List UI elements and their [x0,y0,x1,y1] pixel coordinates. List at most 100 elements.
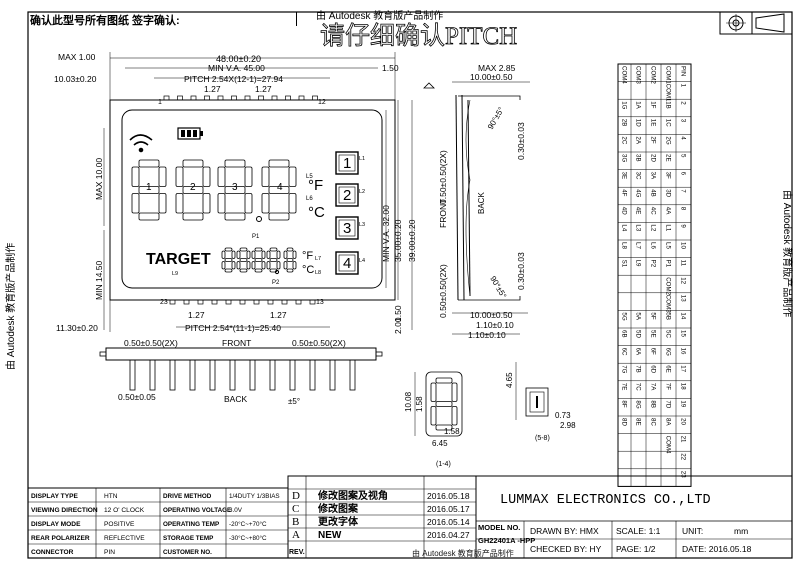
header-divider [296,12,297,26]
segment [288,193,297,214]
pin-cell: L5 [665,242,672,249]
bottom-pin [225,299,232,305]
segment [435,377,453,384]
autodesk-watermark-left: 由 Autodesk 教育版产品制作 [4,243,17,370]
segment [217,166,226,187]
dim-127-d: 1.27 [270,310,287,320]
pin-cell: 6D [650,365,657,373]
pin-cell: COM4 [665,436,672,454]
detail-digit: 10.08 1.58 1.58 6.45 (1-4) [404,371,463,468]
segment [239,247,248,252]
segment [224,212,246,221]
dim-max-285: MAX 2.85 [478,63,516,73]
dim-min-1450: MIN 14.50 [94,261,104,300]
segment [269,247,278,252]
pin-cell: COM1 [665,84,672,102]
pin-cell: 1E [650,119,657,127]
rev-desc: 修改图案及视角 [317,489,388,502]
pin-cell: 7E [621,383,628,391]
segment [451,382,458,402]
segment [244,166,253,187]
segment [202,193,211,214]
dim-max-top: MAX 1.00 [58,52,96,62]
segment [182,212,204,221]
pin-cell: COM2 [650,66,657,84]
top-pin [271,95,278,101]
pin-cell: 23 [680,471,687,478]
pin-cell: 7D [665,400,672,408]
pin-cell: 4B [650,189,657,197]
segment [224,186,246,194]
pin-cell: 5A [635,312,642,320]
top-pin [231,95,237,101]
deg-f-upper: °F [308,177,323,194]
pin-cell: 8B [650,400,657,408]
l4-label: L4 [359,258,365,264]
pin-leg [269,359,276,391]
segment [158,193,167,214]
segment [283,261,288,270]
pin-cell: 8A [665,418,672,426]
bottom-pin [253,299,260,305]
segment [292,261,297,270]
projection-symbol-icon [719,11,793,35]
box-2: 2 [343,187,351,204]
spec-value: 12 O' CLOCK [104,507,145,514]
rev-desc: NEW [318,530,342,541]
number-box [335,151,359,175]
pin-cell: 13 [680,295,687,302]
pin-cell: 16 [680,348,687,355]
spec-label: CONNECTOR [31,549,74,556]
pin-cell: 2F [650,136,657,143]
pin-cell: 5G [621,312,628,320]
top-pin [163,95,170,101]
pin-label-1: 1 [158,99,162,106]
pin-cell: COM3 [635,66,642,84]
pin-cell: 1 [680,84,687,88]
pin-cell: L2 [650,224,657,231]
pin-cell: L7 [635,242,642,249]
segment [268,186,290,194]
scale: SCALE: 1:1 [616,526,661,536]
segment [182,186,204,194]
segment [251,250,256,259]
bottom-pin [267,299,274,305]
pin-cell: 5 [680,154,687,158]
spec-value: POSITIVE [104,521,135,528]
dim-side-030-a: 0.30±0.03 [516,122,526,160]
box-3: 3 [343,220,351,237]
model-label: MODEL NO. [478,523,520,532]
segment [266,261,271,270]
segment [276,261,281,270]
segment [131,193,140,214]
segment [231,250,236,259]
pin-right-dim: 0.50±0.50(2X) [292,338,346,348]
segment [292,250,297,259]
segment [261,261,266,270]
segment [254,268,263,273]
pin-cell: 8E [635,418,642,426]
spec-label: OPERATING TEMP [163,521,219,528]
l3-label: L3 [359,222,365,228]
segment [269,258,278,262]
dim-height-3900: 39.00±0.20 [407,219,417,262]
pin-cell: 5E [650,330,657,338]
bottom-pin-row [169,299,316,305]
spec-label: STORAGE TEMP [163,535,213,542]
pin-cell: 7C [635,383,642,391]
pin-cell: 9 [680,224,687,228]
l6-label: L6 [306,196,313,202]
segment [286,247,294,252]
checked-by: CHECKED BY: HY [530,544,602,554]
pin-cell: 1C [665,119,672,127]
bottom-pin [281,299,288,305]
pin-cell: 17 [680,365,687,372]
dim-side-110-a: 1.10±0.10 [476,320,514,330]
pin-cell: L8 [621,242,628,249]
number-box [335,216,359,240]
confirm-pitch-title: 请仔细确认PITCH [320,22,517,50]
segment [175,166,184,187]
dim-pitch-bottom: PITCH 2.54*(11-1)=25.40 [185,323,281,333]
main-digit-group [131,159,297,221]
pin-cell: 5F [650,312,657,319]
